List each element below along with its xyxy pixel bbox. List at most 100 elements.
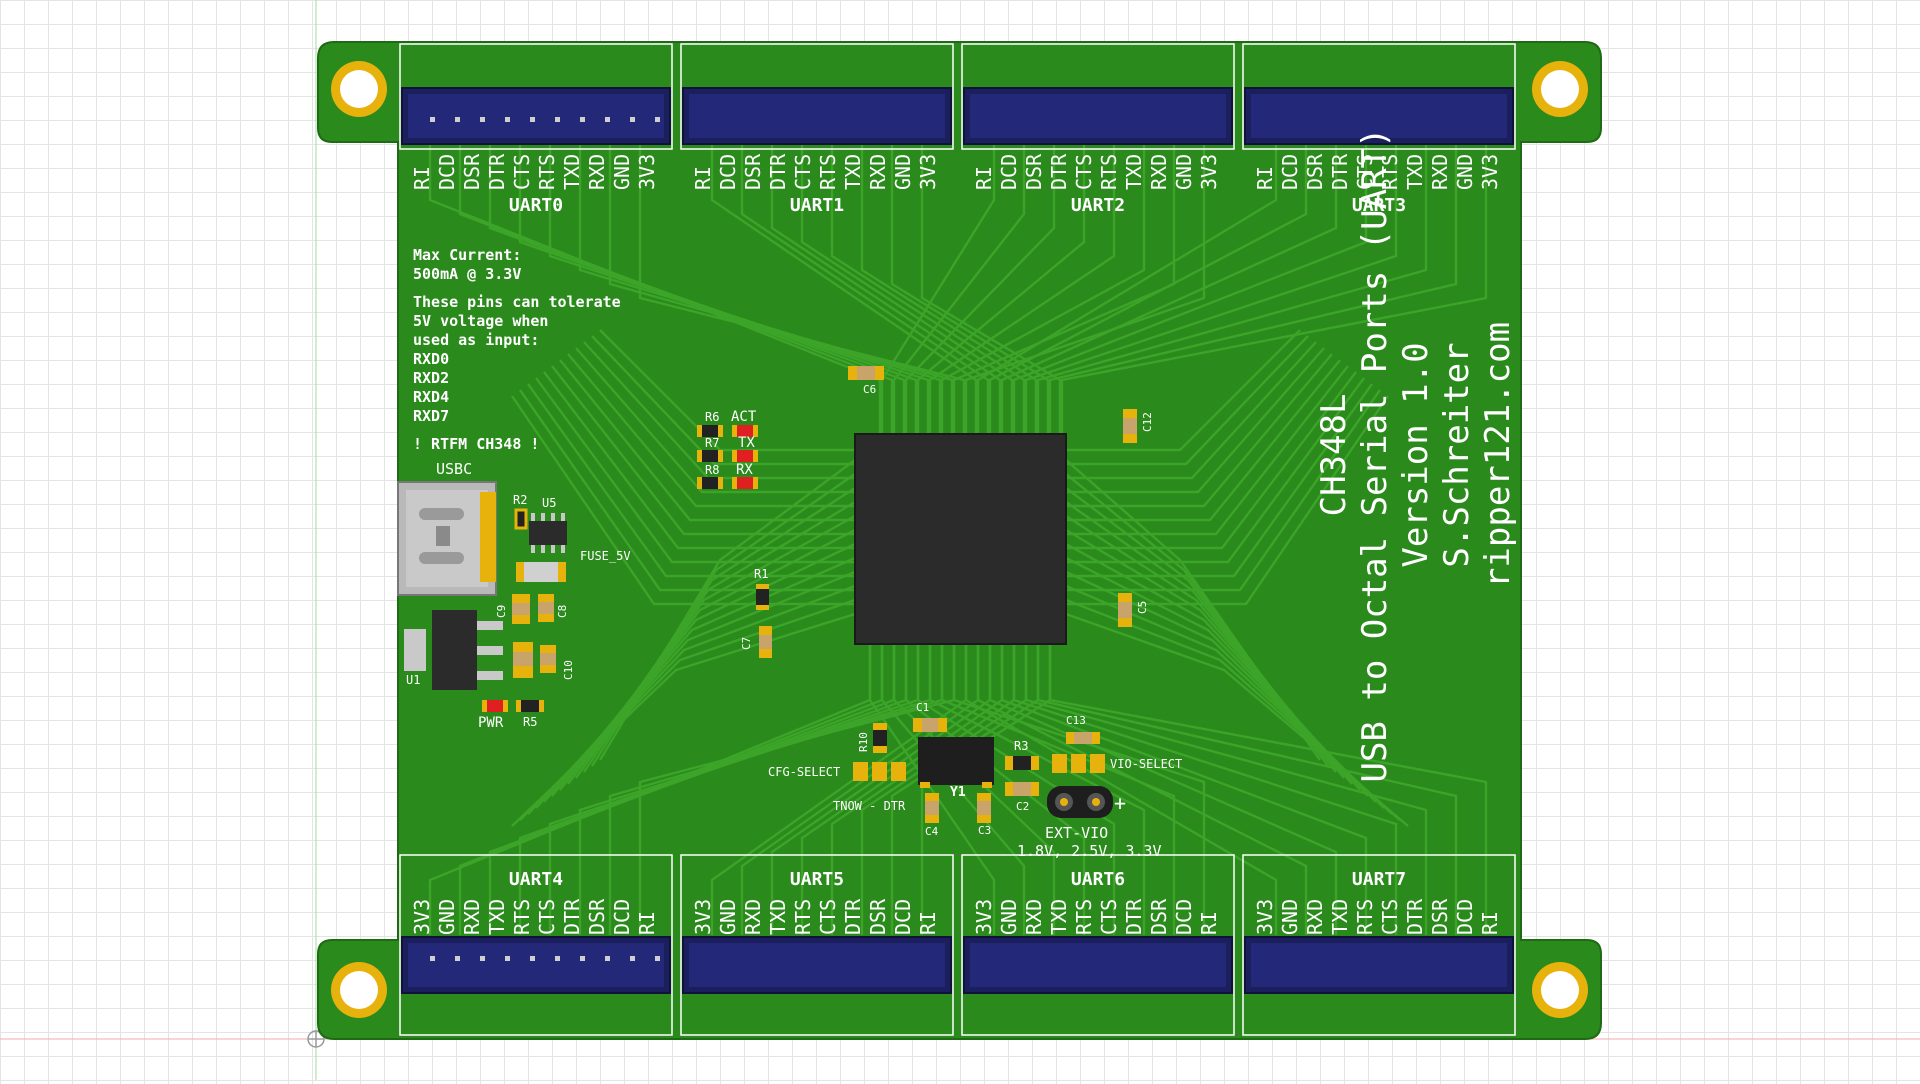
pin-label: CTS — [1378, 899, 1402, 935]
r7-label: R7 — [705, 436, 719, 450]
u1-regulator — [404, 610, 503, 690]
pin-label: DTR — [841, 898, 865, 935]
pin-label: RXD — [1303, 899, 1327, 935]
pin-label: DCD — [1278, 154, 1302, 190]
c5-label: C5 — [1136, 601, 1149, 614]
pin-label: RXD — [1022, 899, 1046, 935]
r1-label: R1 — [754, 567, 768, 581]
pin-label: 3V3 — [1253, 899, 1277, 935]
pin-label: TXD — [1403, 154, 1427, 190]
r2-resistor — [514, 508, 528, 530]
pwr-label: PWR — [478, 715, 504, 731]
pin-label: 3V3 — [410, 899, 434, 935]
y1-label: Y1 — [950, 785, 966, 800]
pin-label: TXD — [1122, 154, 1146, 190]
vio-select-jumper — [1052, 754, 1105, 773]
pin-label: CTS — [1097, 899, 1121, 935]
pin-label: RTS — [816, 154, 840, 190]
c3-label: C3 — [978, 824, 991, 837]
pin-label: DCD — [997, 154, 1021, 190]
c1-label: C1 — [916, 701, 929, 714]
r2-label: R2 — [513, 493, 527, 507]
ext-vio-label: EXT-VIO — [1045, 824, 1108, 842]
pin-label: RI — [916, 911, 940, 935]
ch348l-chip — [854, 433, 1067, 645]
uart-bottom-title: UART5 — [790, 869, 844, 890]
pin-label: RTS — [791, 899, 815, 935]
pin-label: GND — [1172, 154, 1196, 190]
mounting-hole-top-right — [1532, 61, 1588, 117]
rx-led — [732, 477, 758, 489]
c5-capacitor — [1118, 593, 1132, 627]
pin-label: GND — [1278, 899, 1302, 935]
c3-capacitor — [977, 793, 991, 823]
c10-label: C10 — [562, 660, 575, 680]
pin-label: RTS — [535, 154, 559, 190]
pin-label: TXD — [560, 154, 584, 190]
origin-crosshair-icon — [307, 1030, 325, 1048]
pin-label: TXD — [1047, 899, 1071, 935]
tolerate-line-1: These pins can tolerate — [413, 293, 621, 311]
mounting-hole-bottom-left — [331, 962, 387, 1018]
pin-label: GND — [435, 899, 459, 935]
pin-label: DSR — [1303, 153, 1327, 190]
act-led — [732, 425, 758, 437]
usb-c-connector — [397, 481, 497, 596]
uart-top-title: UART1 — [790, 195, 844, 216]
c8-capacitor — [538, 594, 554, 622]
pin-label: RI — [691, 166, 715, 190]
pin-label: TXD — [1328, 899, 1352, 935]
uart-bottom-title: UART6 — [1071, 869, 1125, 890]
c6-label: C6 — [863, 383, 876, 396]
pin-label: RI — [1478, 911, 1502, 935]
pin-label: TXD — [766, 899, 790, 935]
tx-led — [732, 450, 758, 462]
pin-label: DSR — [1428, 898, 1452, 935]
pin-label: DTR — [766, 153, 790, 190]
pin-label: DSR — [741, 153, 765, 190]
pin-label: DSR — [460, 153, 484, 190]
notes-block: Max Current: 500mA @ 3.3V These pins can… — [413, 246, 621, 453]
uart-bottom-title: UART7 — [1352, 869, 1406, 890]
title-block: CH348L USB to Octal Serial Ports (UART) … — [1314, 127, 1518, 782]
c8-label: C8 — [556, 605, 569, 618]
title-description: USB to Octal Serial Ports (UART) — [1355, 127, 1395, 782]
pin-label: CTS — [510, 154, 534, 190]
c10-capacitor — [513, 642, 556, 678]
act-label: ACT — [731, 409, 757, 425]
title-author: S.Schreiter — [1437, 342, 1477, 567]
title-chip: CH348L — [1314, 394, 1354, 517]
pwr-led — [482, 700, 508, 712]
pin-label: DSR — [866, 898, 890, 935]
c2-label: C2 — [1016, 800, 1029, 813]
pin-label: TXD — [485, 899, 509, 935]
uart-bottom-title: UART4 — [509, 869, 563, 890]
tolerant-pin: RXD4 — [413, 388, 449, 406]
fuse-component — [516, 562, 566, 582]
r5-label: R5 — [523, 715, 537, 729]
pin-label: RXD — [1428, 154, 1452, 190]
pin-label: CTS — [1353, 154, 1377, 190]
ext-vio-plus: + — [1114, 791, 1126, 815]
pcb-traces — [428, 145, 1488, 935]
uart-top-title: UART3 — [1352, 195, 1406, 216]
pin-label: DTR — [1047, 153, 1071, 190]
fuse-label: FUSE_5V — [580, 549, 631, 563]
r3-label: R3 — [1014, 739, 1028, 753]
pin-label: 3V3 — [1478, 154, 1502, 190]
r7-resistor — [697, 450, 723, 462]
pin-label: RI — [1197, 911, 1221, 935]
c6-capacitor — [848, 366, 884, 380]
c9-label: C9 — [495, 605, 508, 618]
c4-capacitor — [925, 793, 939, 823]
c7-label: C7 — [740, 637, 753, 650]
pin-label: DSR — [1022, 153, 1046, 190]
pin-label: DCD — [716, 154, 740, 190]
